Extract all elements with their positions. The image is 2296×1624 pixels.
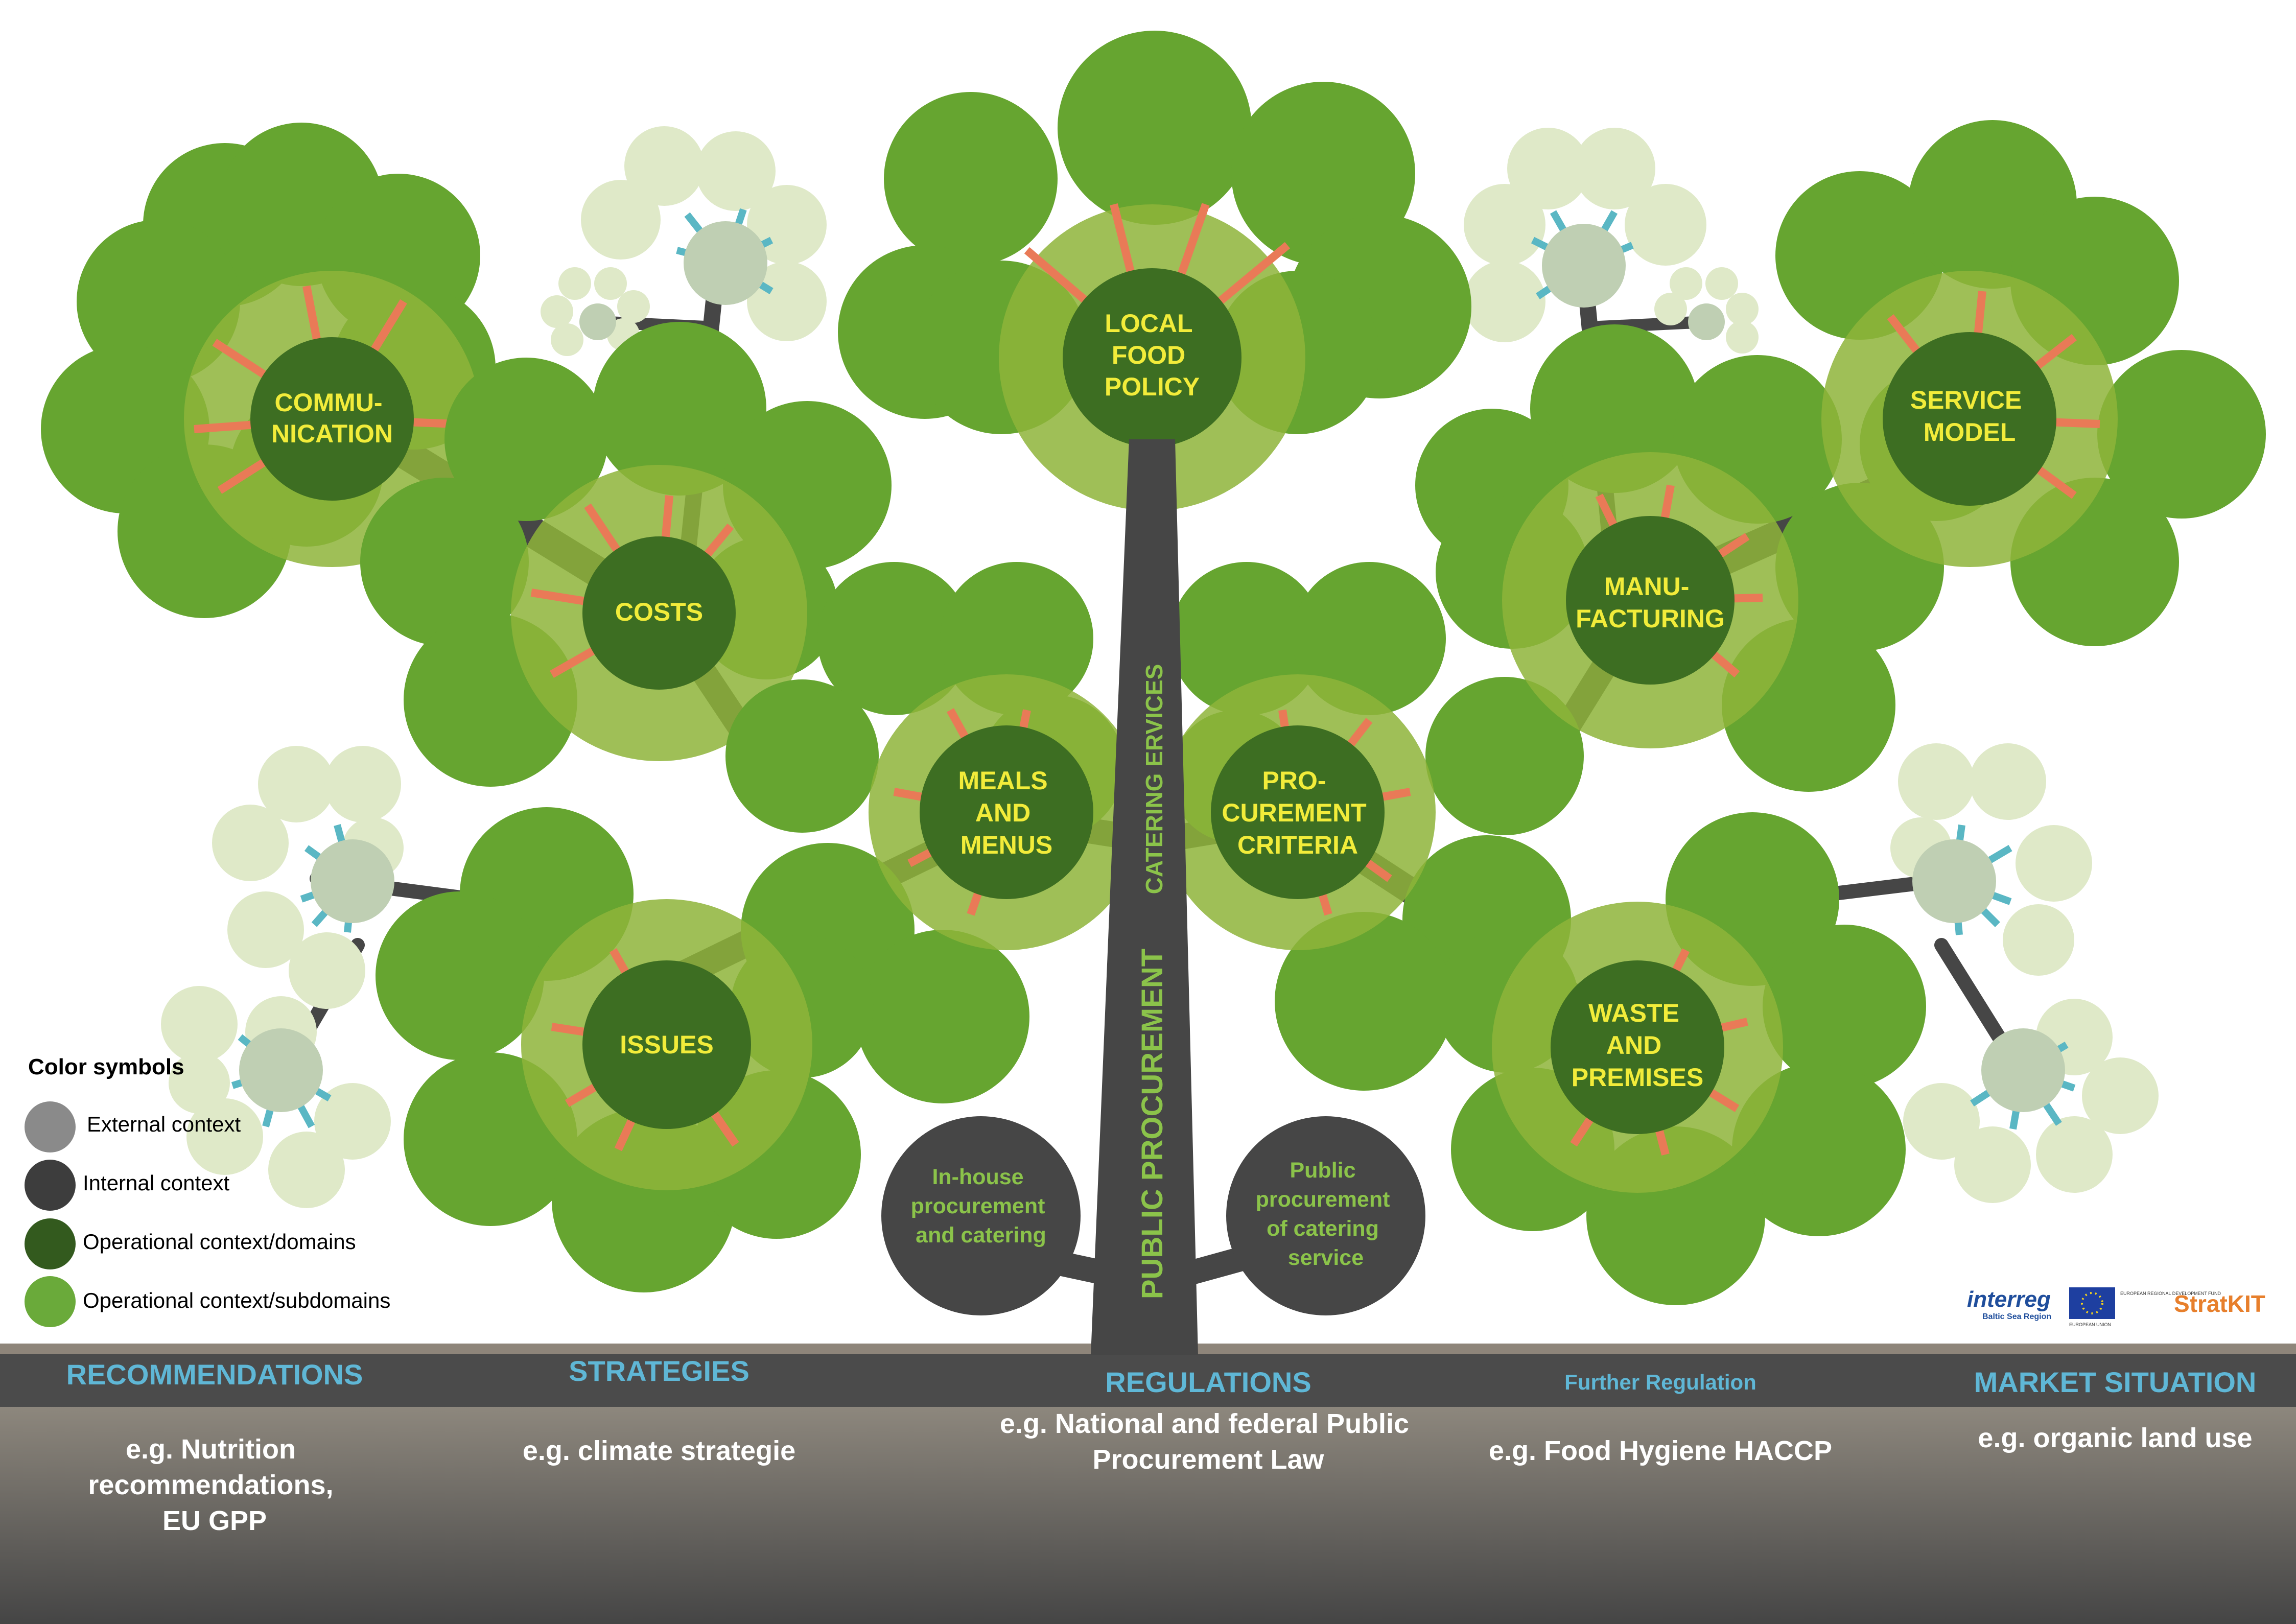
internal-label-inhouse: In-house procurement and catering <box>911 1165 1051 1248</box>
internal-context-nodes: In-house procurement and catering Public… <box>881 1116 1425 1315</box>
heading-further-regulation: Further Regulation <box>1564 1370 1756 1394</box>
domain-meals-and-menus <box>920 725 1093 899</box>
canopy-issues: ISSUES <box>376 807 874 1292</box>
legend-label-subdomains: Operational context/subdomains <box>83 1288 390 1312</box>
external-context-node <box>1542 224 1626 308</box>
external-cluster-left-2 <box>161 986 391 1208</box>
svg-text:StratKIT: StratKIT <box>2174 1290 2265 1317</box>
text-regulations: e.g. National and federal Public Procure… <box>1000 1408 1417 1475</box>
text-strategies: e.g. climate strategie <box>523 1435 795 1466</box>
domain-waste-and-premises <box>1551 960 1724 1134</box>
domain-label-service-model: SERVICE MODEL <box>1910 386 2029 446</box>
external-context-node <box>239 1028 323 1112</box>
legend-swatch-subdomains <box>25 1276 76 1327</box>
external-cluster-right-1 <box>1890 743 2092 976</box>
canopy-service-model: SERVICE MODEL <box>1775 120 2266 646</box>
domain-label-local-food-policy: LOCAL FOOD POLICY <box>1105 309 1200 401</box>
ground-soil <box>0 1407 2296 1624</box>
external-context-node <box>311 839 394 923</box>
legend: Color symbols External context Internal … <box>25 1054 390 1327</box>
text-recommendations: e.g. Nutrition recommendations, EU GPP <box>88 1434 341 1536</box>
domain-issues <box>582 960 751 1129</box>
logos: interreg Baltic Sea Region EUROPEAN REGI… <box>1967 1287 2265 1327</box>
legend-label-internal: Internal context <box>83 1171 230 1195</box>
ground <box>0 1344 2296 1624</box>
heading-regulations: REGULATIONS <box>1105 1366 1311 1398</box>
legend-swatch-external <box>25 1101 76 1152</box>
domain-costs <box>582 536 736 690</box>
trunk: CATERING ERVICES PUBLIC PROCUREMENT <box>1091 439 1198 1355</box>
svg-text:Baltic Sea Region: Baltic Sea Region <box>1982 1312 2051 1321</box>
external-cluster-left-1 <box>212 746 404 1009</box>
canopy-manufacturing: MANU- FACTURING <box>1415 324 1944 792</box>
external-context-clusters <box>161 126 2159 1208</box>
stratkit-logo: StratKIT <box>2174 1290 2265 1317</box>
external-cluster-upper-right <box>1464 128 1759 354</box>
domain-label-manufacturing: MANU- FACTURING <box>1576 572 1725 633</box>
interreg-logo: interreg Baltic Sea Region <box>1967 1287 2051 1321</box>
ground-labels: RECOMMENDATIONS e.g. Nutrition recommend… <box>66 1355 2257 1536</box>
trunk-label-public-procurement: PUBLIC PROCUREMENT <box>1136 949 1169 1299</box>
domain-manufacturing <box>1566 516 1735 685</box>
canopy-procurement-criteria: PRO- CUREMENT CRITERIA <box>1160 562 1584 1091</box>
domain-label-waste-and-premises: WASTE AND PREMISES <box>1572 999 1703 1092</box>
text-further-regulation: e.g. Food Hygiene HACCP <box>1489 1435 1832 1466</box>
domain-local-food-policy <box>1063 268 1241 447</box>
internal-node-inhouse <box>881 1116 1081 1315</box>
eu-flag-logo: EUROPEAN REGIONAL DEVELOPMENT FUND EUROP… <box>2069 1287 2221 1327</box>
external-cluster-right-2 <box>1903 999 2159 1203</box>
heading-recommendations: RECOMMENDATIONS <box>66 1358 363 1391</box>
legend-label-external: External context <box>87 1112 241 1136</box>
internal-node-public-catering <box>1226 1116 1425 1315</box>
trunk-label-catering-services: CATERING ERVICES <box>1141 664 1167 895</box>
canopy-meals-and-menus: MEALS AND MENUS <box>725 562 1144 1103</box>
domain-label-issues: ISSUES <box>620 1030 713 1059</box>
legend-swatch-domains <box>25 1218 76 1269</box>
external-context-node <box>684 221 767 305</box>
domain-label-communication: COMMU- NICATION <box>271 388 393 448</box>
external-context-node <box>1981 1028 2065 1112</box>
canopy-local-food-policy: LOCAL FOOD POLICY <box>838 31 1471 511</box>
domain-label-procurement-criteria: PRO- CUREMENT CRITERIA <box>1222 766 1373 859</box>
external-context-node <box>1912 839 1996 923</box>
domain-label-costs: COSTS <box>615 598 703 626</box>
svg-text:interreg: interreg <box>1967 1287 2051 1312</box>
ground-heading-band <box>0 1354 2296 1407</box>
internal-label-public-catering: Public procurement of catering service <box>1256 1158 1396 1270</box>
svg-text:EUROPEAN UNION: EUROPEAN UNION <box>2069 1322 2111 1327</box>
canopy-waste-and-premises: WASTE AND PREMISES <box>1436 812 1926 1305</box>
legend-swatch-internal <box>25 1160 76 1211</box>
domain-label-meals-and-menus: MEALS AND MENUS <box>958 766 1055 859</box>
domain-communication <box>250 337 414 501</box>
domain-procurement-criteria <box>1211 725 1385 899</box>
canopy-costs: COSTS <box>360 322 892 787</box>
domain-service-model <box>1883 332 2056 506</box>
svg-text:EUROPEAN REGIONAL DEVELOPMENT: EUROPEAN REGIONAL DEVELOPMENT FUND <box>2120 1291 2221 1296</box>
text-market-situation: e.g. organic land use <box>1978 1423 2252 1453</box>
legend-title: Color symbols <box>28 1054 184 1079</box>
legend-label-domains: Operational context/domains <box>83 1230 356 1254</box>
heading-market-situation: MARKET SITUATION <box>1974 1366 2257 1398</box>
heading-strategies: STRATEGIES <box>569 1355 749 1387</box>
